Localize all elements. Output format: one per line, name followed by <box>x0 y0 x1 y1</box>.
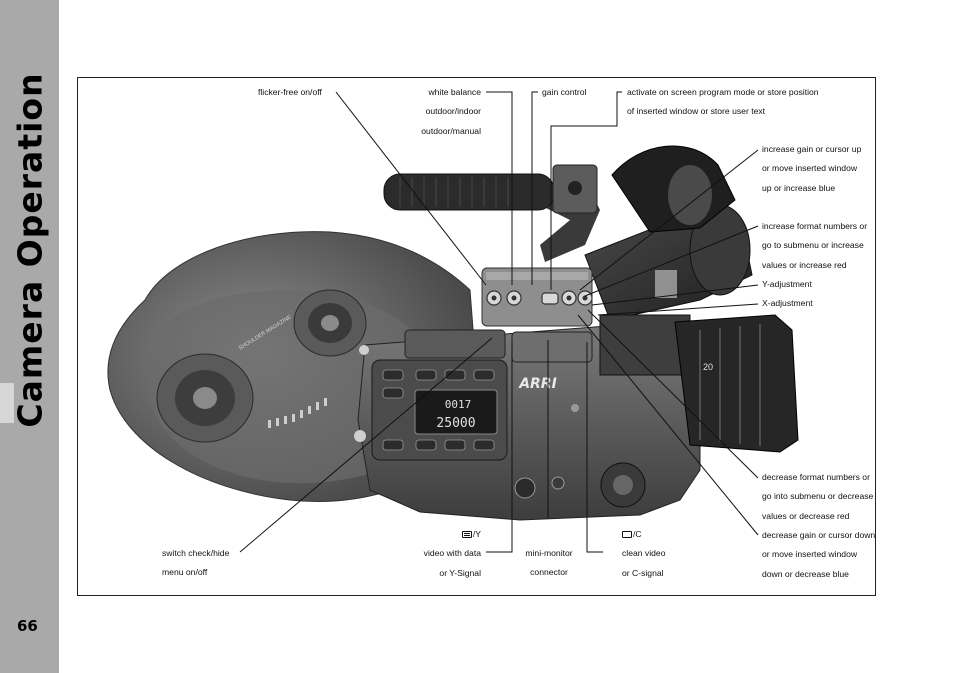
label-decrease-format: decrease format numbers or go into subme… <box>762 472 874 521</box>
page-number: 66 <box>17 617 38 635</box>
clean-video-icon <box>622 531 632 538</box>
label-gain-control: gain control <box>542 87 587 97</box>
sidebar <box>0 0 59 673</box>
leader-lines <box>239 91 759 553</box>
lens-mark: 20 <box>703 362 713 372</box>
label-increase-format: increase format numbers or go to submenu… <box>762 221 868 270</box>
label-flicker-free: flicker-free on/off <box>258 87 322 97</box>
label-white-balance: white balance outdoor/indoor outdoor/man… <box>421 87 481 136</box>
label-increase-gain: increase gain or cursor up or move inser… <box>762 144 862 193</box>
label-clean-video: /C clean video or C-signal <box>622 529 666 578</box>
label-video-with-data: /Y video with data or Y-Signal <box>423 529 481 578</box>
label-mini-monitor: mini-monitor connector <box>525 548 573 578</box>
label-switch-check: switch check/hide menu on/off <box>162 548 230 578</box>
viewfinder <box>584 145 753 321</box>
display-bottom: 25000 <box>436 416 475 431</box>
lens: 20 <box>599 314 799 453</box>
label-activate-program: activate on screen program mode or store… <box>627 87 819 117</box>
label-x-adjustment: X-adjustment <box>762 298 813 308</box>
camera-handle <box>383 164 600 262</box>
brand-logo: ARRI <box>518 376 557 392</box>
label-y-adjustment: Y-adjustment <box>762 279 812 289</box>
video-data-icon <box>461 531 472 538</box>
display-top: 0017 <box>445 398 472 411</box>
figure-frame <box>77 77 876 596</box>
sidebar-tab <box>0 383 14 423</box>
label-decrease-gain: decrease gain or cursor down or move ins… <box>762 530 876 579</box>
